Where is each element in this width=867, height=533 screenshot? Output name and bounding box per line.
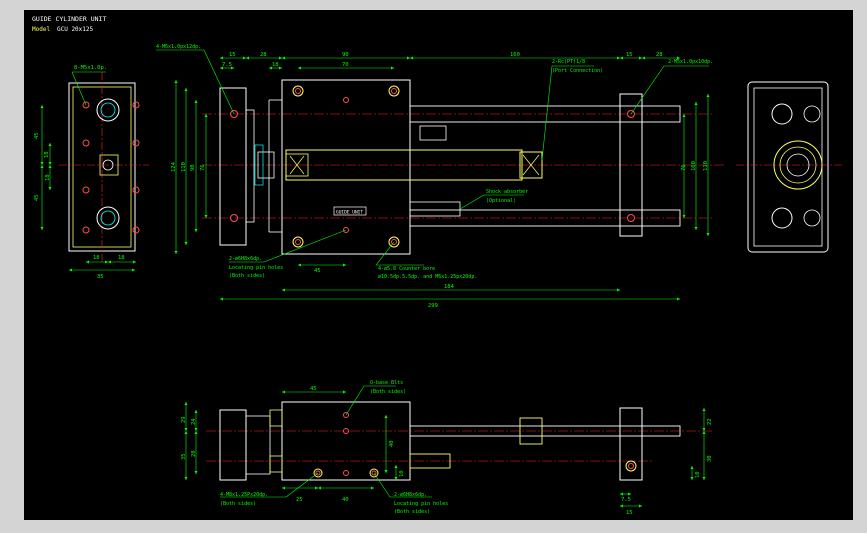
side-dim-35: 35 bbox=[181, 453, 187, 460]
top-dim-15b: 15 bbox=[626, 52, 633, 58]
top-dim-70: 70 bbox=[342, 62, 349, 68]
side-callout-locating-both: (Both sides) bbox=[394, 509, 430, 515]
side-dim-29: 29 bbox=[181, 416, 187, 423]
top-dim-18: 18 bbox=[272, 62, 279, 68]
side-dim-7-5: 7.5 bbox=[621, 497, 631, 503]
right-view-piston-end bbox=[773, 140, 823, 190]
guide-rod-upper bbox=[409, 105, 681, 123]
left-dim-v-1: 45 bbox=[34, 132, 40, 139]
side-callout-locating: 2-ø6H8x6dp. bbox=[394, 492, 427, 498]
callout-port: 2-Rc(PT)1/8 bbox=[552, 59, 585, 65]
side-end-plate bbox=[219, 409, 247, 481]
top-dim-28b: 28 bbox=[656, 52, 663, 58]
cad-drawing-canvas: GUIDE CYLINDER UNIT Model GCU 20x125 bbox=[24, 10, 853, 520]
callout-locating-both: (Both sides) bbox=[229, 273, 265, 279]
callout-cbore-sub: ø10.5dp.5.5dp. and M6x1.25px20dp. bbox=[378, 274, 477, 280]
top-view-dimensions bbox=[156, 49, 710, 301]
callout-shock-sub: (Optional) bbox=[486, 198, 516, 204]
guide-block-body bbox=[281, 79, 411, 255]
top-dim-110: 110 bbox=[181, 162, 187, 172]
cad-drawing: GUIDE CYLINDER UNIT Model GCU 20x125 bbox=[32, 15, 842, 516]
side-rod-end-plate bbox=[619, 407, 643, 481]
top-dim-299: 299 bbox=[428, 303, 438, 309]
top-dim-76: 76 bbox=[200, 164, 206, 171]
left-dim-v-3: 18 bbox=[45, 174, 51, 181]
side-view-holes bbox=[313, 412, 637, 478]
left-end-view: 8-M5x1.0p. 45 18 18 45 35 18 18 bbox=[34, 65, 149, 280]
side-dim-45: 45 bbox=[310, 386, 317, 392]
top-dim-160: 160 bbox=[510, 52, 520, 58]
left-dim-v-4: 45 bbox=[34, 194, 40, 201]
side-dim-28: 28 bbox=[191, 450, 197, 457]
callout-cbore: 4-ø5.8 Counter bore bbox=[378, 266, 435, 272]
model-value: GCU 20x125 bbox=[57, 26, 94, 33]
left-view-callout: 8-M5x1.0p. bbox=[74, 65, 107, 71]
callout-locating: 2-ø6H8x6dp. bbox=[229, 256, 262, 262]
right-view-rod-hole-bottom bbox=[771, 207, 821, 229]
right-view-rod-hole-top bbox=[771, 103, 821, 125]
top-dim-15a: 15 bbox=[229, 52, 236, 58]
side-callout-tap-sub: (Both sides) bbox=[220, 501, 256, 507]
top-dim-28a: 28 bbox=[260, 52, 267, 58]
guide-rod-hole-bottom bbox=[96, 206, 120, 230]
callout-tap-right: 2-M5x1.0px10dp. bbox=[668, 59, 713, 65]
right-end-view bbox=[736, 81, 842, 253]
shock-absorber bbox=[409, 201, 461, 217]
top-view: GUIDE UNIT bbox=[156, 44, 724, 309]
side-dim-15: 15 bbox=[626, 510, 633, 516]
port-fitting bbox=[519, 151, 543, 179]
side-dim-10r: 10 bbox=[695, 471, 701, 478]
side-cylinder-barrel bbox=[409, 453, 451, 469]
callout-shock: Shock absorber bbox=[486, 189, 528, 195]
top-dim-184: 184 bbox=[444, 284, 455, 290]
side-view: 45 29 24 35 28 40 10 22 30 10 25 40 7.5 … bbox=[181, 380, 714, 516]
top-dim-100r: 100 bbox=[691, 161, 697, 171]
title-block: GUIDE CYLINDER UNIT Model GCU 20x125 bbox=[32, 15, 106, 33]
side-callout-locating-sub: Locating pin holes bbox=[394, 501, 448, 507]
top-dim-76r: 76 bbox=[681, 164, 687, 171]
callout-tap-left: 4-M6x1.0px12dp. bbox=[156, 44, 201, 50]
top-dim-124: 124 bbox=[171, 161, 177, 172]
top-dim-90: 90 bbox=[342, 52, 349, 58]
left-dim-v-2: 18 bbox=[44, 151, 50, 158]
side-guide-block bbox=[281, 401, 411, 481]
left-view-dimensions bbox=[40, 71, 136, 272]
right-view-outline bbox=[747, 81, 829, 253]
top-dim-90v: 90 bbox=[190, 164, 196, 171]
callout-port-sub: (Port Connection) bbox=[552, 68, 603, 74]
side-dim-22: 22 bbox=[707, 418, 713, 425]
side-dim-25: 25 bbox=[296, 497, 303, 503]
side-callout-oil-sub: (Both sides) bbox=[370, 389, 406, 395]
top-dim-7-5: 7.5 bbox=[222, 62, 232, 68]
side-dim-24: 24 bbox=[191, 418, 197, 425]
nameplate-text: GUIDE UNIT bbox=[336, 210, 363, 216]
left-dim-h-1: 35 bbox=[97, 274, 104, 280]
side-guide-rod bbox=[409, 425, 681, 437]
side-callout-oil: O-base Blts bbox=[370, 380, 403, 386]
piston-rod-end bbox=[99, 154, 119, 176]
left-dim-h-3: 18 bbox=[118, 255, 125, 261]
guide-rod-lower bbox=[409, 209, 681, 227]
side-dim-10v: 10 bbox=[399, 470, 405, 477]
nameplate bbox=[333, 206, 367, 216]
left-dim-h-2: 18 bbox=[93, 255, 100, 261]
side-dim-40v: 40 bbox=[389, 440, 395, 447]
side-callout-tap: 4-M8x1.25Px20dp. bbox=[220, 492, 268, 498]
callout-locating-sub: Locating pin holes bbox=[229, 265, 283, 271]
rod-end-plate bbox=[619, 93, 643, 237]
top-dim-45: 45 bbox=[314, 268, 321, 274]
drawing-title: GUIDE CYLINDER UNIT bbox=[32, 15, 106, 23]
side-view-dimensions bbox=[184, 385, 706, 508]
top-dim-110r: 110 bbox=[703, 161, 709, 171]
side-dim-30: 30 bbox=[707, 455, 713, 462]
guide-rod-hole-top bbox=[96, 98, 120, 122]
model-label: Model bbox=[32, 26, 50, 33]
side-dim-40: 40 bbox=[342, 497, 349, 503]
top-view-holes bbox=[230, 85, 635, 248]
left-view-tapped-holes bbox=[82, 101, 140, 234]
